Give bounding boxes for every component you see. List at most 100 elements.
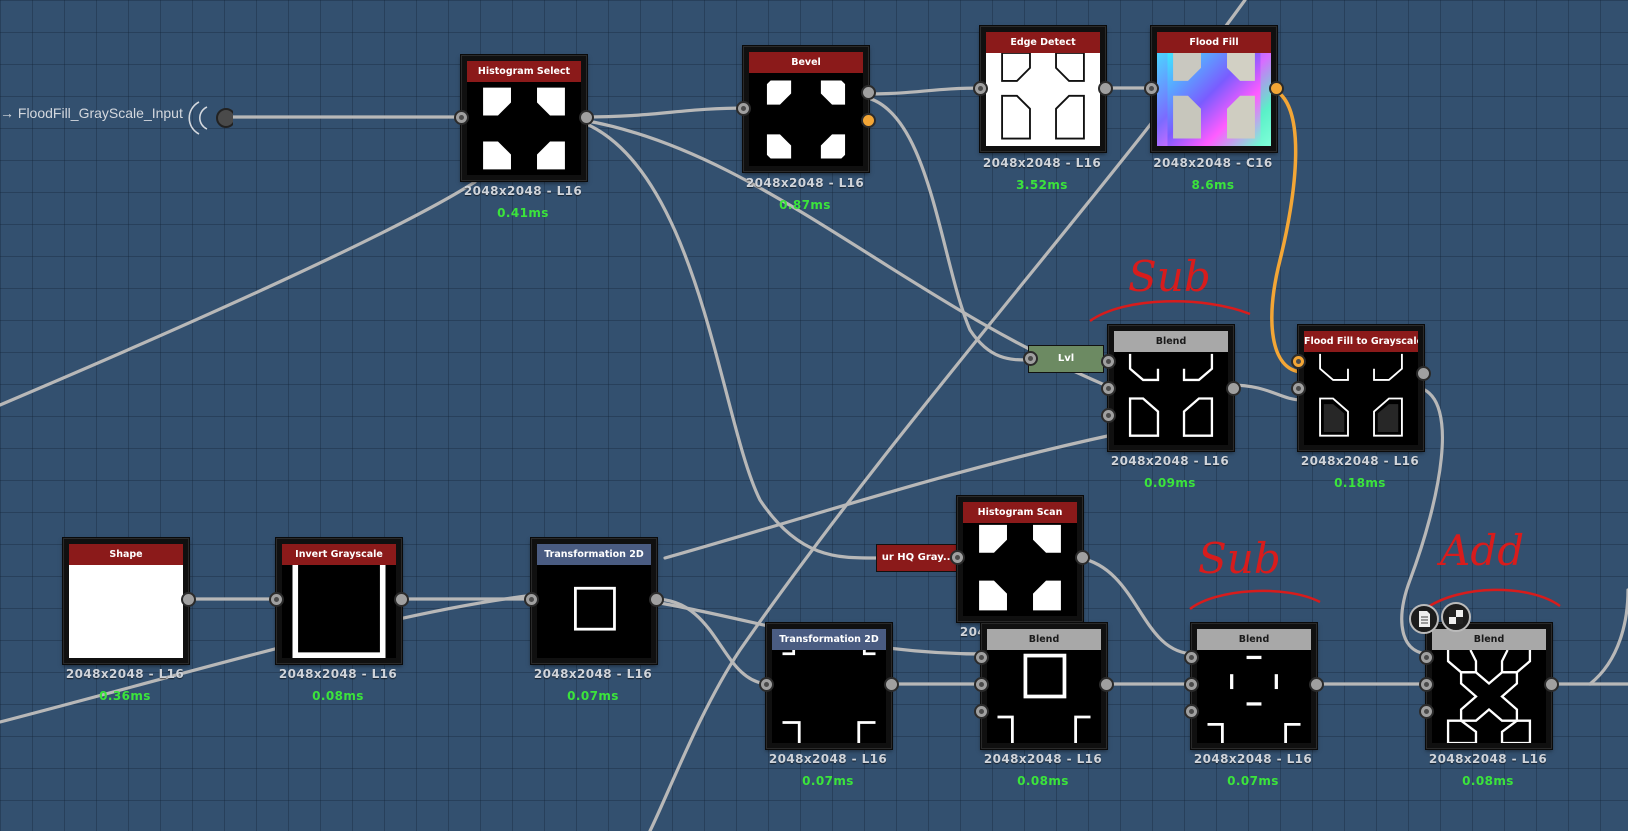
input-port-foreground[interactable] — [974, 650, 989, 665]
output-port[interactable] — [1099, 677, 1114, 692]
node-time: 0.07ms — [1227, 774, 1279, 788]
node-time: 0.08ms — [1462, 774, 1514, 788]
node-transformation-2d-b[interactable]: Transformation 2D — [759, 623, 899, 749]
node-resolution: 2048x2048 - L16 — [768, 752, 888, 766]
node-flood-fill[interactable]: Flood Fill — [1144, 26, 1284, 152]
node-time: 8.6ms — [1191, 178, 1235, 192]
node-resolution: 2048x2048 - L16 — [1110, 454, 1230, 468]
wire-ffgray-add — [1400, 386, 1444, 656]
output-port[interactable] — [884, 677, 899, 692]
node-resolution: 2048x2048 - L16 — [983, 752, 1103, 766]
annotation-bracket-bottom — [1189, 589, 1321, 610]
input-port-floodfill[interactable] — [1291, 354, 1306, 369]
wire-flood-ffgray — [1268, 86, 1304, 374]
input-port-background[interactable] — [1184, 677, 1199, 692]
node-time: 0.36ms — [99, 689, 151, 703]
input-port-mask[interactable] — [1184, 704, 1199, 719]
node-invert-grayscale[interactable]: Invert Grayscale — [269, 538, 409, 664]
node-flood-fill-to-grayscale[interactable]: Flood Fill to Grayscale — [1291, 325, 1431, 451]
output-port-height[interactable] — [861, 85, 876, 100]
wire-diag-long — [648, 0, 1247, 831]
node-blur-hq-grayscale[interactable]: ur HQ Gray... — [876, 544, 960, 572]
node-title: Edge Detect — [986, 32, 1100, 53]
input-port[interactable] — [950, 550, 965, 565]
node-time: 0.41ms — [497, 206, 549, 220]
node-resolution: 2048x2048 - L16 — [1300, 454, 1420, 468]
node-blend-add[interactable]: Blend — [1419, 623, 1559, 749]
node-thumbnail — [282, 565, 396, 658]
wire-bevel-lvl — [862, 95, 1032, 362]
node-blend-sub-bottom[interactable]: Blend — [1184, 623, 1324, 749]
input-port[interactable] — [454, 110, 469, 125]
input-port[interactable] — [973, 81, 988, 96]
output-port[interactable] — [181, 592, 196, 607]
output-port-normal[interactable] — [861, 113, 876, 128]
node-resolution: 2048x2048 - L16 — [1193, 752, 1313, 766]
annotation-sub-bottom: Sub — [1198, 534, 1281, 583]
input-port-background[interactable] — [1419, 677, 1434, 692]
output-port[interactable] — [1075, 550, 1090, 565]
node-blend-sub-top[interactable]: Blend — [1101, 325, 1241, 451]
output-port[interactable] — [649, 592, 664, 607]
node-title: Transformation 2D — [537, 544, 651, 565]
wire-histselect-bevel — [580, 106, 750, 119]
input-port[interactable] — [759, 677, 774, 692]
input-port[interactable] — [1144, 81, 1159, 96]
node-bevel[interactable]: Bevel — [736, 46, 876, 172]
input-port-mask[interactable] — [1419, 704, 1434, 719]
node-title: Blend — [1197, 629, 1311, 650]
wire-histselect-blur — [580, 120, 880, 560]
node-resolution: 2048x2048 - L16 — [982, 156, 1102, 170]
checkerboard-icon[interactable] — [1441, 602, 1471, 632]
output-port[interactable] — [1544, 677, 1559, 692]
node-time: 0.18ms — [1334, 476, 1386, 490]
input-port-mask[interactable] — [974, 704, 989, 719]
input-port-foreground[interactable] — [1184, 650, 1199, 665]
node-title: Histogram Scan — [963, 502, 1077, 523]
node-thumbnail — [1304, 352, 1418, 445]
annotation-bracket-top — [1089, 300, 1251, 323]
document-icon[interactable] — [1409, 604, 1439, 634]
annotation-add: Add — [1440, 526, 1525, 575]
node-histogram-select[interactable]: Histogram Select — [454, 55, 594, 181]
node-title: Transformation 2D — [772, 629, 886, 650]
output-port[interactable] — [1416, 366, 1431, 381]
node-shape[interactable]: Shape — [63, 538, 196, 664]
node-title: Blend — [1432, 629, 1546, 650]
node-thumbnail — [987, 650, 1101, 743]
node-levels[interactable]: Lvl — [1028, 345, 1104, 373]
wire-transA-transB — [652, 597, 772, 686]
node-resolution: 2048x2048 - L16 — [533, 667, 653, 681]
node-thumbnail — [749, 73, 863, 166]
output-port[interactable] — [1098, 81, 1113, 96]
input-port[interactable] — [269, 592, 284, 607]
node-title: Blend — [987, 629, 1101, 650]
output-port[interactable] — [1269, 81, 1284, 96]
node-thumbnail — [1114, 352, 1228, 445]
output-port[interactable] — [1309, 677, 1324, 692]
input-port[interactable] — [524, 592, 539, 607]
node-time: 0.08ms — [312, 689, 364, 703]
node-thumbnail — [537, 565, 651, 658]
input-port-mask[interactable] — [1101, 408, 1116, 423]
node-thumbnail — [1157, 53, 1271, 146]
wire-trans-blendsub — [663, 433, 1114, 560]
node-histogram-scan[interactable]: Histogram Scan — [950, 496, 1090, 622]
output-port[interactable] — [1226, 381, 1241, 396]
node-title: Flood Fill — [1157, 32, 1271, 53]
node-transformation-2d-a[interactable]: Transformation 2D — [524, 538, 664, 664]
input-port-foreground[interactable] — [1101, 354, 1116, 369]
input-port[interactable] — [736, 101, 751, 116]
input-port-background[interactable] — [1101, 381, 1116, 396]
input-port-grayscale[interactable] — [1291, 381, 1306, 396]
output-port[interactable] — [394, 592, 409, 607]
node-blend-mid[interactable]: Blend — [974, 623, 1114, 749]
node-resolution: 2048x2048 - L16 — [1428, 752, 1548, 766]
output-port[interactable] — [579, 110, 594, 125]
wire-add-out-up — [1588, 588, 1628, 686]
levels-input-port[interactable] — [1023, 351, 1038, 366]
input-port-background[interactable] — [974, 677, 989, 692]
input-port-foreground[interactable] — [1419, 650, 1434, 665]
node-thumbnail — [986, 53, 1100, 146]
node-edge-detect[interactable]: Edge Detect — [973, 26, 1113, 152]
